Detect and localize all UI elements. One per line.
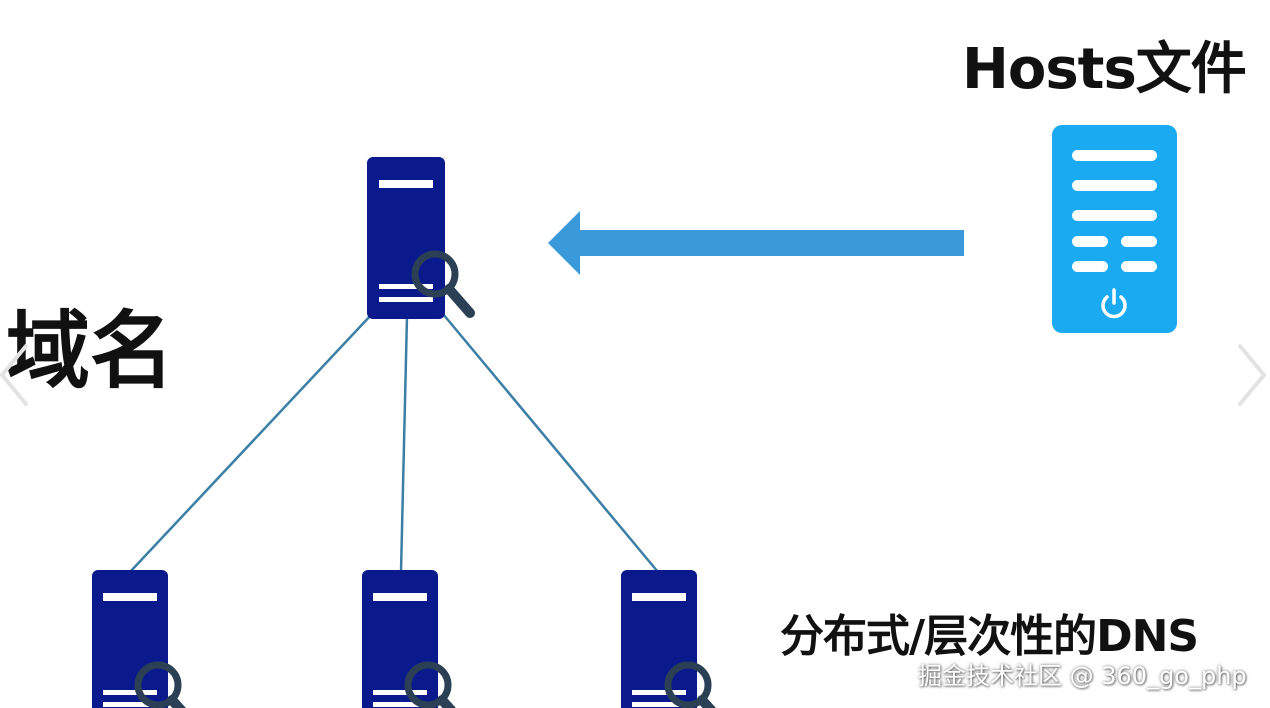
connector-right <box>442 313 659 573</box>
connector-lines <box>129 313 659 573</box>
chevron-left-icon <box>0 344 28 406</box>
connector-left <box>129 313 373 573</box>
root-server-icon <box>367 157 475 319</box>
child-server-middle-icon <box>362 570 456 708</box>
child-server-left-icon <box>92 570 186 708</box>
domain-label: 域名 <box>6 302 175 400</box>
prev-slide-button[interactable] <box>0 340 32 410</box>
hosts-file-label: Hosts文件 <box>962 37 1247 102</box>
magnifier-icon <box>404 661 456 708</box>
power-icon <box>1101 288 1127 319</box>
hosts-file-server-icon <box>1052 125 1177 333</box>
chevron-right-icon <box>1238 344 1266 406</box>
watermark: 掘金技术社区 @ 360_go_php <box>918 662 1247 690</box>
distributed-dns-label: 分布式/层次性的DNS <box>780 611 1199 662</box>
next-slide-button[interactable] <box>1234 340 1270 410</box>
connector-middle <box>399 315 409 573</box>
magnifier-icon <box>134 661 186 708</box>
magnifier-icon <box>411 250 475 318</box>
magnifier-icon <box>664 661 716 708</box>
child-server-right-icon <box>621 570 716 708</box>
left-arrow <box>548 211 964 275</box>
